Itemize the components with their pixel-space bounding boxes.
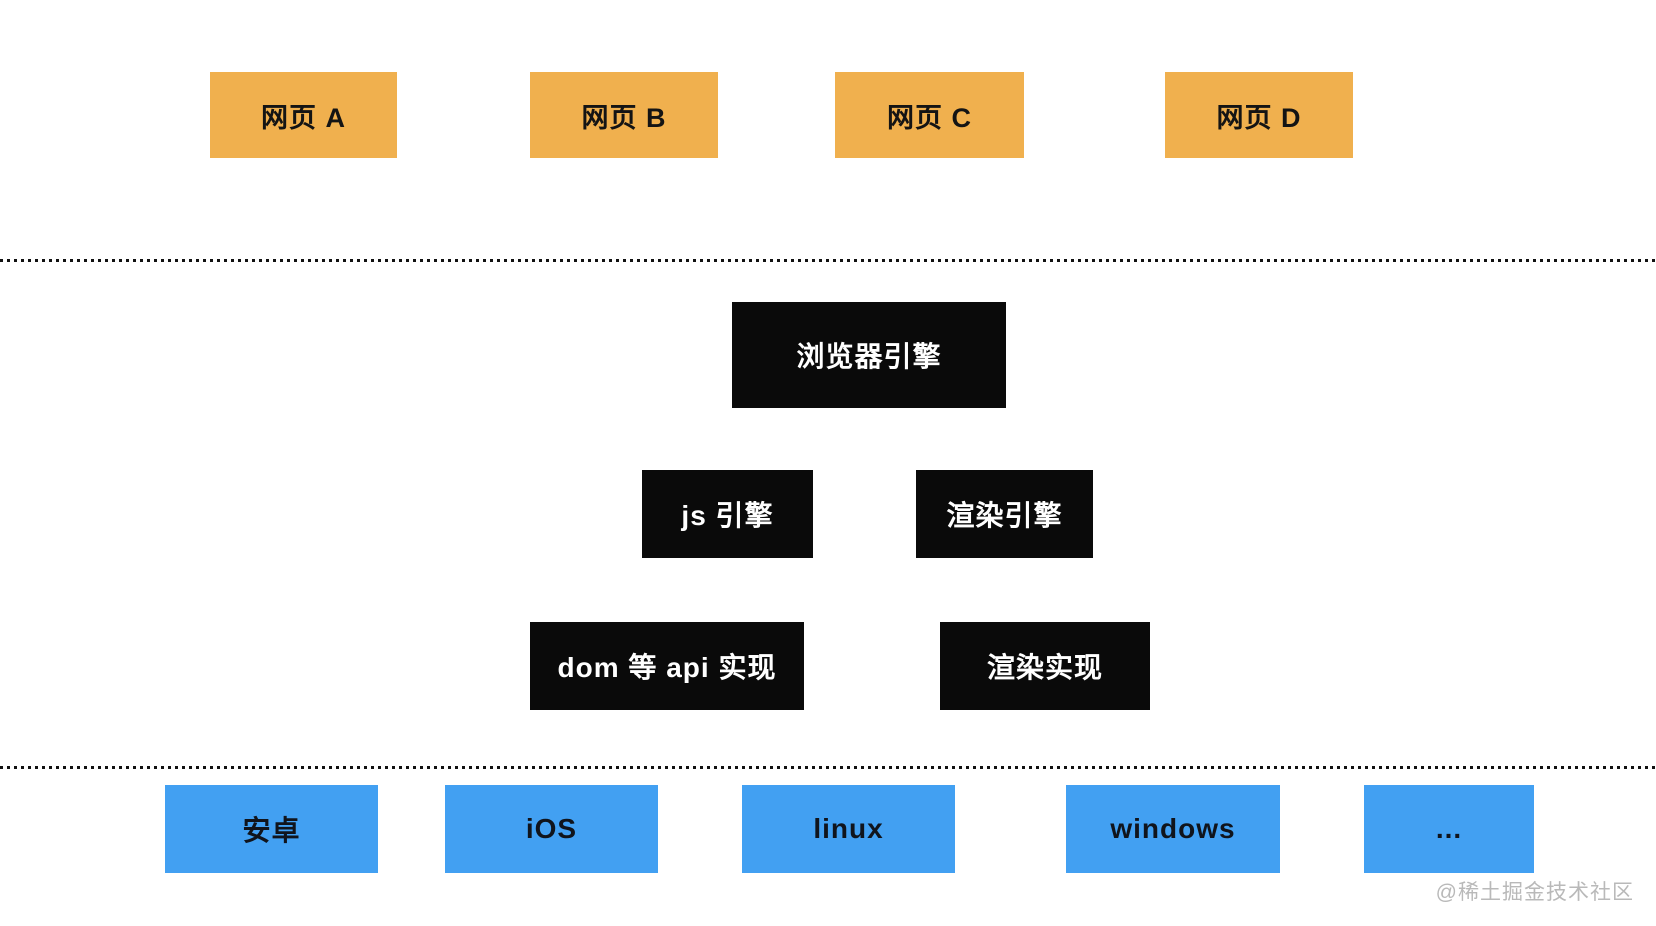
js-engine-box: js 引擎 (642, 470, 813, 558)
platform-box-linux: linux (742, 785, 955, 873)
dom-api-implementation-box: dom 等 api 实现 (530, 622, 804, 710)
webpage-box-c: 网页 C (835, 72, 1024, 158)
webpage-box-a-label: 网页 A (261, 102, 346, 133)
browser-engine-box: 浏览器引擎 (732, 302, 1006, 408)
platform-android-label: 安卓 (242, 815, 301, 846)
render-implementation-label: 渲染实现 (986, 652, 1103, 683)
webpage-box-b-label: 网页 B (581, 102, 667, 133)
dom-api-implementation-label: dom 等 api 实现 (557, 652, 777, 683)
render-engine-box: 渲染引擎 (916, 470, 1093, 558)
render-implementation-box: 渲染实现 (940, 622, 1150, 710)
platform-windows-label: windows (1110, 813, 1236, 844)
watermark-text: @稀土掘金技术社区 (1435, 881, 1634, 904)
platform-box-ios: iOS (445, 785, 658, 873)
platform-box-android: 安卓 (165, 785, 378, 873)
webpage-box-a: 网页 A (210, 72, 397, 158)
browser-engine-label: 浏览器引擎 (796, 341, 942, 372)
webpage-box-b: 网页 B (530, 72, 718, 158)
dotted-separator-top (0, 259, 1656, 262)
js-engine-label: js 引擎 (681, 500, 774, 531)
platform-box-windows: windows (1066, 785, 1280, 873)
platform-linux-label: linux (813, 813, 884, 844)
webpage-box-d: 网页 D (1165, 72, 1353, 158)
dotted-separator-bottom (0, 766, 1656, 769)
platform-ios-label: iOS (525, 813, 578, 844)
webpage-box-d-label: 网页 D (1216, 102, 1302, 133)
platform-box-more: ... (1364, 785, 1534, 873)
render-engine-label: 渲染引擎 (946, 500, 1063, 531)
platform-more-label: ... (1435, 813, 1463, 844)
webpage-box-c-label: 网页 C (887, 102, 972, 133)
